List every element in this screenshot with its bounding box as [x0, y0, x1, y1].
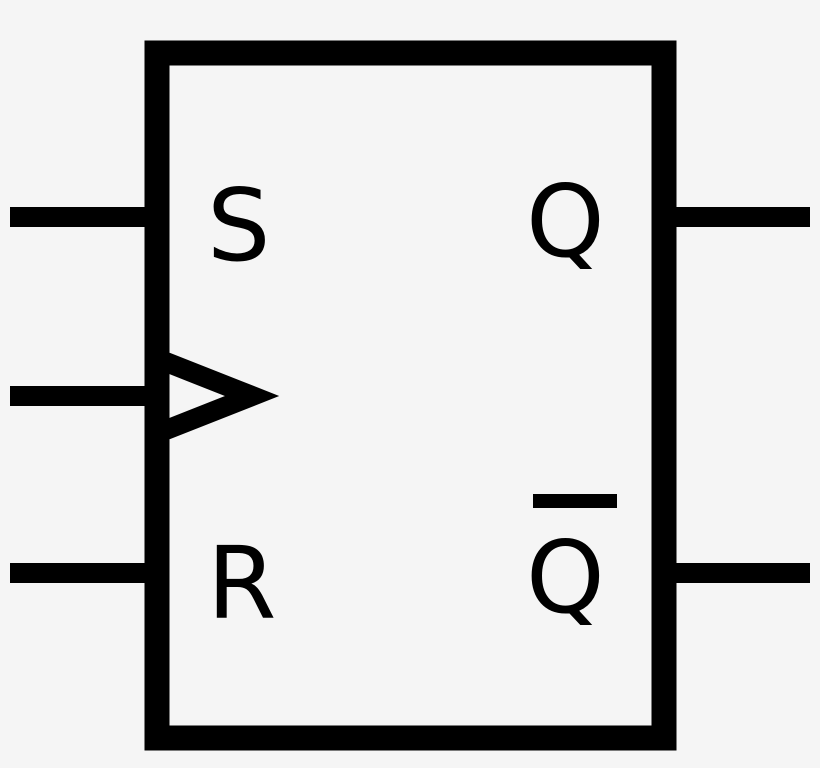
- s-label: S: [207, 167, 270, 284]
- clock-triangle-icon: [162, 352, 280, 440]
- q-label: Q: [526, 163, 605, 280]
- q-bar-overline: [533, 494, 617, 508]
- r-label: R: [207, 525, 276, 642]
- q-bar-label: Q: [526, 519, 605, 636]
